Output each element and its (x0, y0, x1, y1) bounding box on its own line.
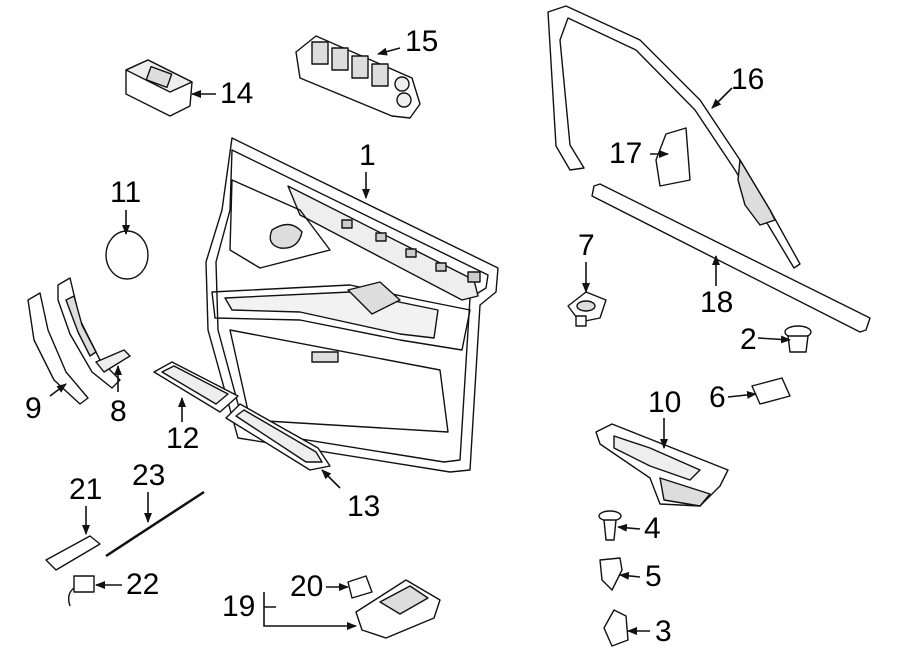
callout-20: 20 (290, 570, 324, 603)
callout-6: 6 (709, 381, 726, 414)
callout-21: 21 (69, 473, 103, 506)
callout-2: 2 (740, 323, 757, 356)
callout-3: 3 (655, 615, 672, 648)
callout-7: 7 (578, 229, 595, 262)
callout-19: 19 (222, 590, 256, 623)
trim-strip-lower (225, 403, 331, 471)
callout-13: 13 (347, 490, 381, 523)
callout-14: 14 (220, 77, 254, 110)
callout-22: 22 (126, 568, 160, 601)
callout-4: 4 (644, 512, 661, 545)
light-socket (567, 291, 607, 327)
window-frame-seal (547, 5, 801, 269)
callout-17: 17 (609, 137, 643, 170)
callout-8: 8 (110, 395, 127, 428)
clip-5 (599, 557, 623, 591)
bulb (347, 575, 373, 599)
cap-3 (603, 609, 629, 647)
bracket-6 (751, 377, 791, 405)
callout-18: 18 (700, 286, 734, 319)
bulb-socket (45, 535, 101, 571)
mirror-cover (655, 127, 691, 187)
master-window-switch (295, 35, 421, 119)
callout-23: 23 (132, 459, 166, 492)
window-switch-single (125, 59, 193, 117)
pull-handle-bracket (57, 277, 131, 389)
speaker-ring (105, 230, 149, 280)
door-trim-panel (205, 137, 499, 473)
connecting-rod (105, 490, 205, 558)
callout-16: 16 (731, 63, 765, 96)
callout-12: 12 (166, 422, 200, 455)
callout-15: 15 (405, 25, 439, 58)
screw-4 (598, 510, 622, 541)
trim-strip-upper (153, 361, 239, 413)
callout-11: 11 (110, 176, 142, 209)
armrest-bracket (595, 423, 729, 507)
callout-1: 1 (359, 139, 376, 172)
courtesy-lamp (355, 579, 441, 639)
callout-10: 10 (648, 386, 682, 419)
belt-molding (591, 183, 871, 333)
connector (67, 575, 95, 607)
clip-2 (784, 325, 812, 353)
callout-5: 5 (645, 560, 662, 593)
pull-handle-cover (27, 292, 89, 405)
callout-9: 9 (25, 392, 42, 425)
